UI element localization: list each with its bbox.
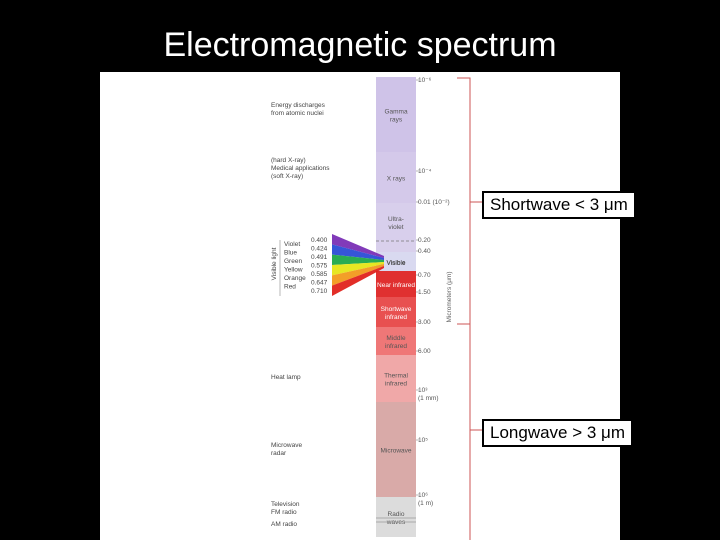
wavelength-0: 0.400 bbox=[311, 237, 328, 244]
application-label-5: AM radio bbox=[271, 521, 297, 528]
scale-tick-1: 10⁻⁴ bbox=[418, 168, 432, 175]
color-name-5: Red bbox=[284, 284, 296, 291]
visible-band-label: Visible bbox=[386, 260, 405, 267]
wavelength-5: 0.647 bbox=[311, 280, 328, 287]
band-label-9: Microwave bbox=[380, 448, 411, 455]
shortwave-bracket bbox=[457, 78, 470, 324]
wavelength-6: 0.710 bbox=[311, 288, 328, 295]
wavelength-4: 0.585 bbox=[311, 271, 328, 278]
wavelength-2: 0.491 bbox=[311, 254, 328, 261]
scale-tick-3: 0.20 bbox=[418, 237, 431, 244]
scale-tick-9: 10³(1 mm) bbox=[418, 387, 439, 402]
longwave-bracket bbox=[457, 324, 470, 540]
application-label-1: (hard X-ray)Medical applications(soft X-… bbox=[271, 157, 330, 180]
slide-title: Electromagnetic spectrum bbox=[0, 26, 720, 65]
wavelength-3: 0.575 bbox=[311, 263, 328, 270]
band-3 bbox=[376, 241, 416, 252]
longwave-callout: Longwave > 3 μm bbox=[482, 419, 633, 447]
scale-tick-11: 10⁶(1 m) bbox=[418, 492, 433, 507]
color-name-2: Green bbox=[284, 258, 302, 265]
scale-tick-4: 0.40 bbox=[418, 248, 431, 255]
axis-title: Micrometers (μm) bbox=[446, 271, 453, 322]
color-name-4: Orange bbox=[284, 275, 306, 282]
color-name-3: Yellow bbox=[284, 267, 303, 274]
color-name-0: Violet bbox=[284, 241, 300, 248]
scale-tick-0: 10⁻⁶ bbox=[418, 77, 432, 84]
band-label-1: X rays bbox=[387, 176, 406, 183]
scale-tick-7: 3.00 bbox=[418, 319, 431, 326]
visible-light-axis-label: Visible light bbox=[271, 247, 278, 280]
application-label-2: Heat lamp bbox=[271, 374, 301, 381]
wavelength-1: 0.424 bbox=[311, 246, 328, 253]
scale-tick-8: 6.00 bbox=[418, 348, 431, 355]
scale-tick-6: 1.50 bbox=[418, 289, 431, 296]
shortwave-callout: Shortwave < 3 μm bbox=[482, 191, 636, 219]
scale-tick-5: 0.70 bbox=[418, 272, 431, 279]
band-label-5: Near infrared bbox=[377, 282, 415, 289]
band-label-2: Ultra-violet bbox=[388, 216, 404, 231]
scale-tick-10: 10⁵ bbox=[418, 437, 428, 444]
scale-tick-2: 0.01 (10⁻²) bbox=[418, 199, 450, 206]
color-name-1: Blue bbox=[284, 250, 297, 257]
